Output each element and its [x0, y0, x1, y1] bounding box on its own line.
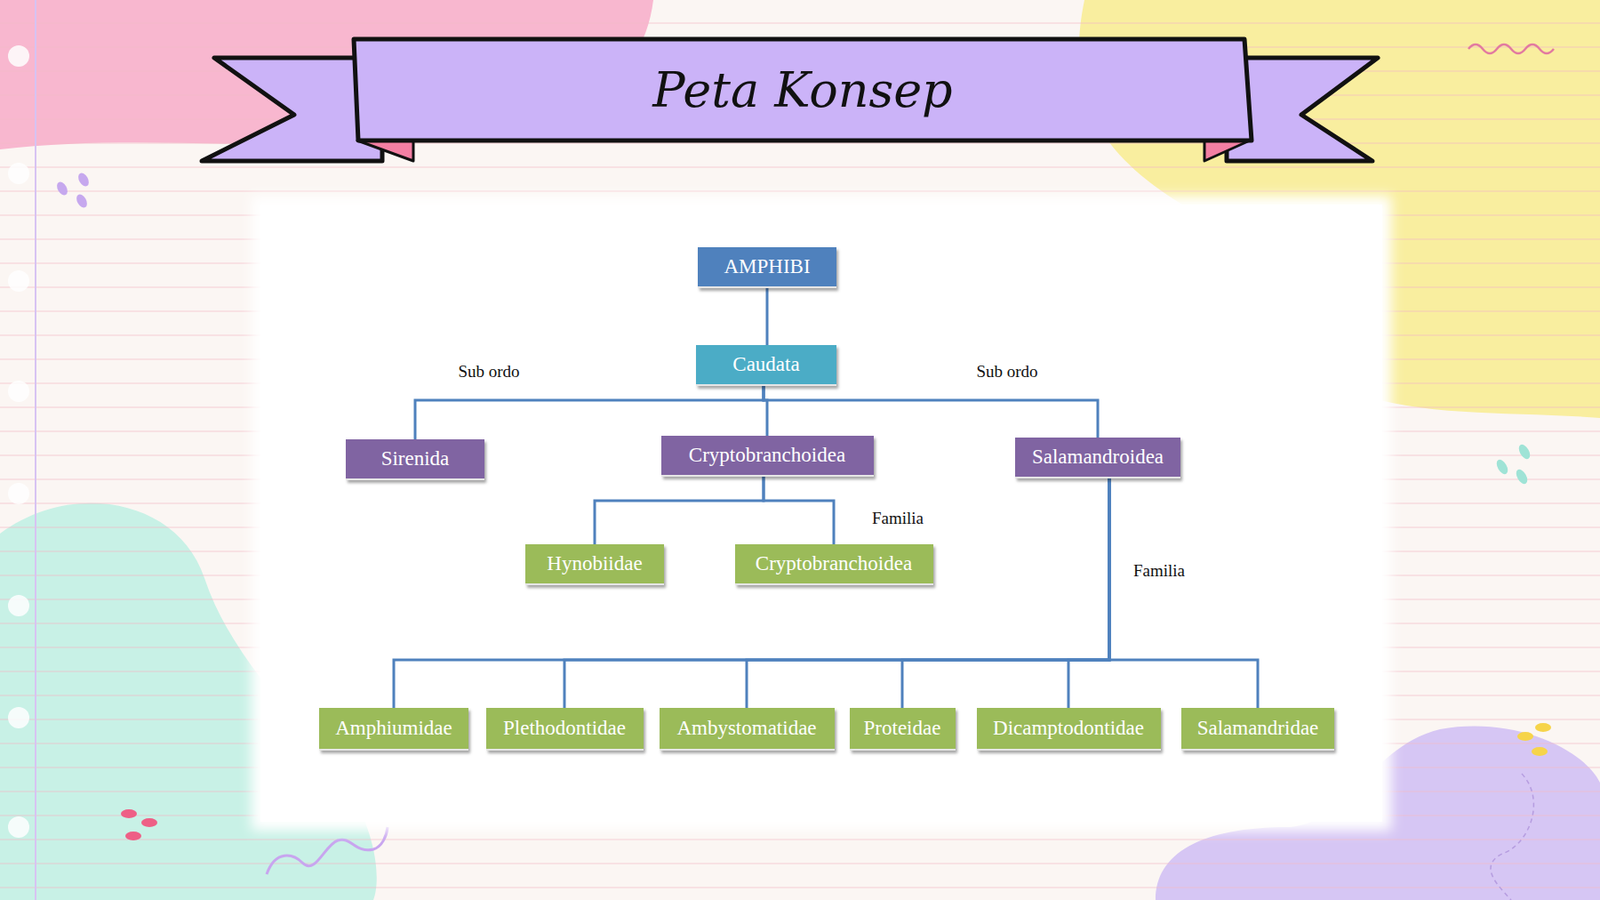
level-label: Sub ordo [976, 361, 1038, 382]
diagram-panel [251, 195, 1392, 831]
node-label: Amphiumidae [335, 716, 453, 739]
tree-connector [415, 385, 764, 440]
tree-connector [564, 478, 1110, 708]
title-text: Peta Konsep [652, 62, 952, 119]
punch-holes [8, 45, 30, 838]
family-box: Cryptobranchoidea [735, 544, 934, 585]
tree-connector [763, 476, 834, 544]
title-banner [201, 39, 1378, 161]
suborder-box: Sirenida [345, 439, 485, 480]
node-label: Plethodontidae [503, 716, 626, 739]
tree-connector [902, 478, 1110, 708]
node-label: Hynobiidae [546, 552, 642, 575]
tree-connector [1068, 478, 1110, 708]
node-label: Dicamptodontidae [992, 716, 1144, 739]
family-box: Proteidae [849, 707, 956, 751]
order-box: Caudata [696, 344, 837, 386]
node-label: AMPHIBI [723, 255, 810, 278]
node-label: Cryptobranchoidea [688, 443, 846, 466]
decorations [55, 44, 1554, 900]
node-label: Ambystomatidae [676, 716, 816, 739]
suborder-box: Salamandroidea [1015, 437, 1181, 479]
node-label: Salamandridae [1197, 716, 1320, 739]
family-box: Dicamptodontidae [976, 707, 1161, 751]
margin-line [34, 0, 37, 900]
tree-connector [746, 478, 1110, 708]
family-box: Ambystomatidae [659, 707, 835, 751]
tree-connector [763, 385, 1098, 438]
tree-connector [393, 478, 1110, 708]
family-box: Hynobiidae [525, 544, 664, 585]
level-label: Sub ordo [457, 361, 520, 382]
level-label: Familia [1133, 560, 1185, 581]
family-box: Salamandridae [1181, 707, 1335, 751]
suborder-box: Cryptobranchoidea [661, 435, 874, 477]
diagram-panel-core [260, 204, 1383, 822]
node-label: Sirenida [381, 447, 450, 470]
node-label: Salamandroidea [1032, 445, 1164, 468]
tree-connector [766, 288, 769, 345]
node-label: Caudata [732, 352, 800, 376]
tree-connector [594, 476, 764, 544]
family-box: Plethodontidae [486, 707, 644, 751]
family-box: Amphiumidae [319, 707, 469, 751]
root-box: AMPHIBI [697, 247, 837, 288]
level-label: Familia [872, 508, 924, 528]
tree-connector [1109, 478, 1258, 708]
node-label: Cryptobranchoidea [755, 552, 912, 575]
node-label: Proteidae [864, 716, 942, 739]
